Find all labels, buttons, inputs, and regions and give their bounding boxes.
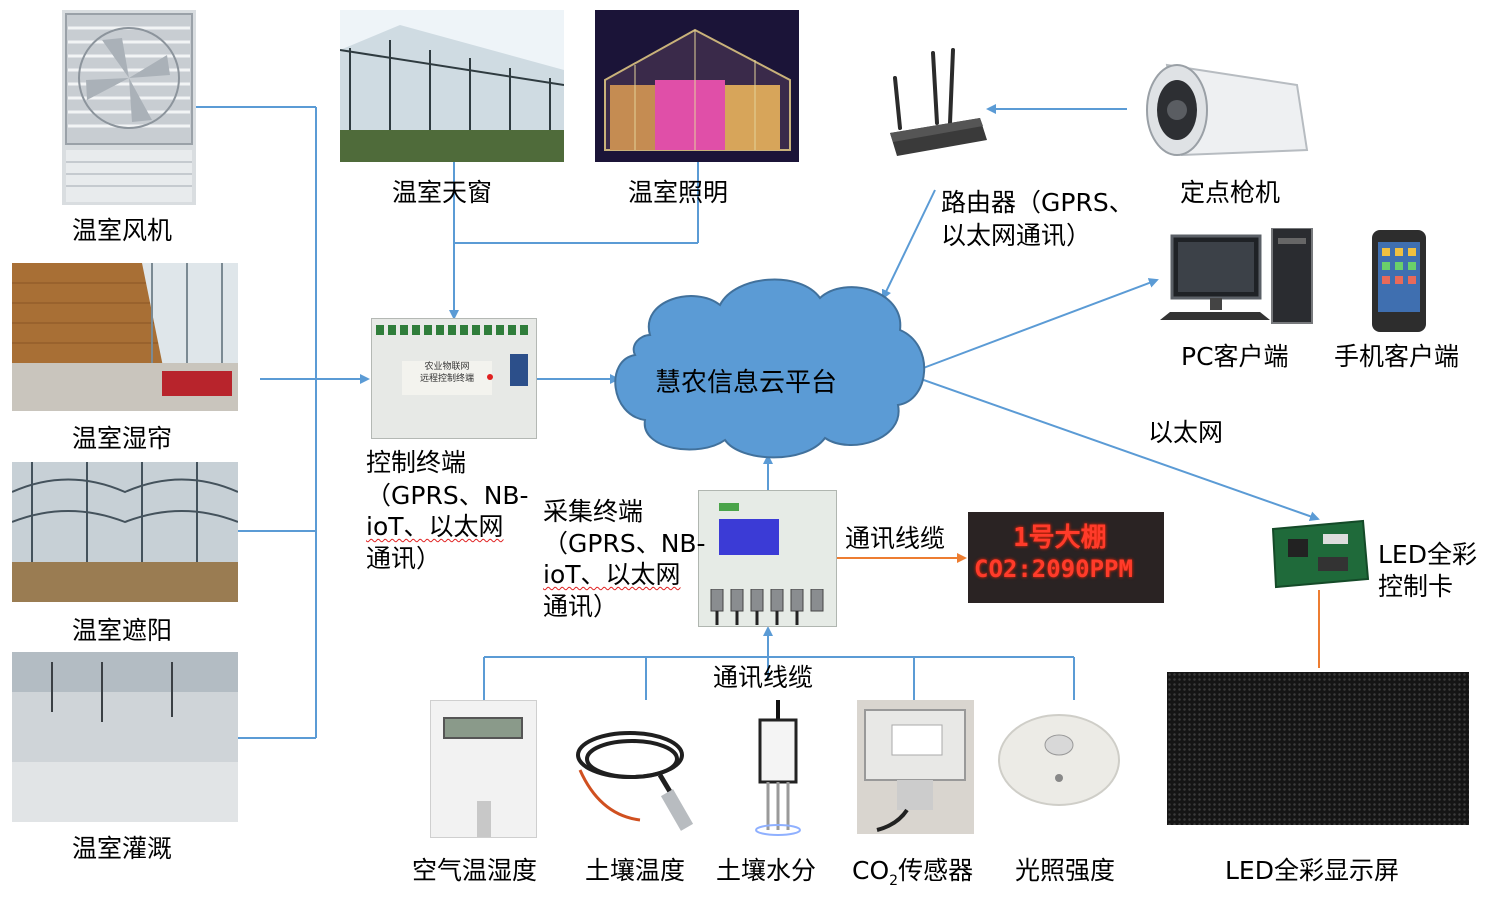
sensor-label-co2-sub: 2 <box>889 873 899 889</box>
sensor-label-soil-temp: 土壤温度 <box>585 856 686 885</box>
lighting-photo <box>595 10 799 162</box>
led-card-label-1: LED全彩 <box>1378 540 1477 569</box>
platform-label: 慧农信息云平台 <box>655 368 838 398</box>
sensor-soil-moisture-device <box>752 700 804 838</box>
cable-label-right: 通讯线缆 <box>845 524 946 553</box>
client-label-mobile: 手机客户端 <box>1334 342 1460 371</box>
collect-terminal-device <box>698 490 837 627</box>
collect-terminal-label-1: 采集终端 <box>543 497 644 526</box>
collect-terminal-label-3: ioT、以太网 <box>543 560 681 589</box>
collect-terminal-screen <box>719 519 779 555</box>
lighting-icon <box>595 10 799 162</box>
sensor-light-device <box>996 700 1123 835</box>
fan-icon <box>65 13 193 202</box>
ethernet-label: 以太网 <box>1148 418 1224 447</box>
control-terminal-panel: 农业物联网 远程控制终端 <box>402 361 492 395</box>
control-terminal-device-line2: 远程控制终端 <box>419 374 474 384</box>
sensor-co2-icon <box>864 709 966 832</box>
collect-terminal-logo <box>719 503 739 511</box>
led-sign-device: 1号大棚 CO2:2090PPM <box>968 512 1164 603</box>
control-terminal-led <box>487 374 493 380</box>
actuator-label-shade: 温室遮阳 <box>72 616 173 645</box>
cloud-shape <box>614 278 926 459</box>
wet-curtain-photo <box>12 263 238 411</box>
irrigation-photo <box>12 652 238 822</box>
collect-terminal-label-2: （GPRS、NB- <box>543 529 706 558</box>
actuator-label-fan: 温室风机 <box>72 216 173 245</box>
camera-icon <box>1146 63 1309 157</box>
sensor-label-co2-main: CO <box>852 856 890 885</box>
skylight-icon <box>340 10 564 162</box>
sensor-soil-temp-device <box>570 715 715 838</box>
mobile-device <box>1370 228 1428 334</box>
shade-icon <box>12 462 238 602</box>
sensor-air-probe <box>477 801 491 837</box>
top-label-skylight: 温室天窗 <box>392 178 493 207</box>
led-card-device <box>1268 519 1370 589</box>
client-label-pc: PC客户端 <box>1181 342 1289 371</box>
sensor-air-display <box>443 717 523 739</box>
collect-terminal-connectors <box>710 589 824 625</box>
sensor-label-light: 光照强度 <box>1015 856 1116 885</box>
wet-curtain-icon <box>12 263 238 411</box>
collect-terminal-label-4: 通讯） <box>543 592 619 621</box>
led-sign-line1: 1号大棚 <box>1013 523 1107 553</box>
sensor-label-air: 空气温湿度 <box>412 856 538 885</box>
router-label-2: 以太网通讯） <box>941 221 1092 250</box>
sensor-soil-moisture-icon <box>755 700 801 836</box>
skylight-photo <box>340 10 564 162</box>
control-terminal-terminals <box>376 325 532 335</box>
top-label-lighting: 温室照明 <box>628 178 729 207</box>
fan-photo <box>62 10 196 205</box>
sensor-air-device <box>430 700 537 838</box>
control-terminal-device-line1: 农业物联网 <box>424 362 470 372</box>
actuator-label-irrigation: 温室灌溉 <box>72 834 173 863</box>
control-terminal-label-1: 控制终端 <box>366 448 467 477</box>
control-terminal-label-4: 通讯） <box>366 544 442 573</box>
camera-device <box>1127 55 1312 165</box>
mobile-icon <box>1372 230 1426 332</box>
led-screen-label: LED全彩显示屏 <box>1225 856 1399 885</box>
sensor-label-co2-rest: 传感器 <box>898 856 974 885</box>
led-screen-device <box>1167 672 1469 825</box>
led-sign-line2: CO2:2090PPM <box>974 555 1133 583</box>
control-terminal-device: 农业物联网 远程控制终端 <box>371 318 537 439</box>
led-card-icon <box>1271 519 1370 589</box>
sensor-soil-temp-icon <box>576 731 694 831</box>
sensor-label-co2: CO2传感器 <box>852 856 973 896</box>
cable-label-bottom: 通讯线缆 <box>713 663 814 692</box>
router-icon <box>890 48 987 156</box>
shade-photo <box>12 462 238 602</box>
pc-icon <box>1160 228 1313 324</box>
sensor-co2-device <box>857 700 974 834</box>
router-device <box>885 48 990 158</box>
control-terminal-label-2: （GPRS、NB- <box>366 481 529 510</box>
sensor-light-icon <box>998 714 1120 806</box>
control-terminal-label-3: ioT、以太网 <box>366 512 504 541</box>
pc-device <box>1160 228 1315 328</box>
actuator-label-wet-curtain: 温室湿帘 <box>72 424 173 453</box>
control-terminal-port <box>510 354 528 386</box>
camera-label: 定点枪机 <box>1180 178 1281 207</box>
irrigation-icon <box>12 652 238 822</box>
led-card-label-2: 控制卡 <box>1378 572 1454 601</box>
router-label-1: 路由器（GPRS、 <box>941 188 1134 217</box>
sensor-label-soil-moisture: 土壤水分 <box>716 856 817 885</box>
